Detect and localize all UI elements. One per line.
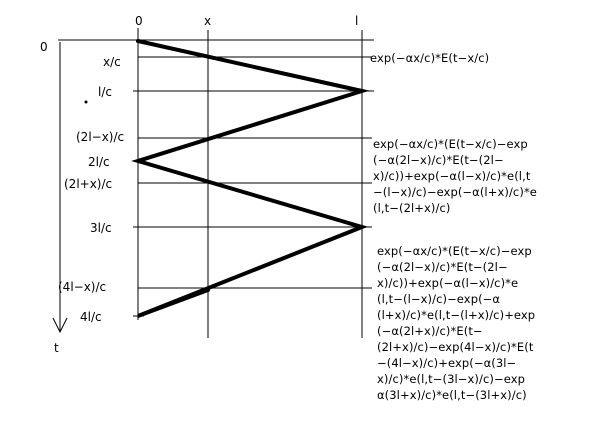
expr2-line: (l,t−(2l+x)/c) (373, 201, 451, 215)
x-label-x: x (204, 14, 211, 28)
expression-block-1: exp(−αx/c)*E(t−x/c) (370, 51, 489, 65)
expr3-line: α(3l+x)/c)*e(l,t−(3l+x)/c) (377, 388, 527, 402)
expr3-line: −(4l−x)/c)+exp(−α(3l− (377, 356, 516, 370)
expr2-line: −(l−x)/c)−exp(−α(l+x)/c)*e (373, 185, 537, 199)
x-label-0: 0 (135, 14, 143, 28)
expression-block-3: exp(−αx/c)*(E(t−x/c)−exp (−α(2l−x)/c)*E(… (377, 244, 535, 402)
t-label-0: 0 (40, 40, 48, 54)
expr3-line: (2l+x)/c)−exp(4l−x)/c)*E(t (377, 340, 534, 354)
expr3-line: (l+x)/c)*e(l,t−(l+x)/c)+exp (377, 308, 535, 322)
t-label-4l-x-c: (4l−x)/c (58, 280, 106, 294)
t-axis-name: t (54, 341, 59, 355)
t-label-2l-plus-x-c: (2l+x)/c (64, 177, 112, 191)
expr2-line: exp(−αx/c)*(E(t−x/c)−exp (373, 137, 528, 151)
t-label-2l-c: 2l/c (88, 155, 110, 169)
dot-marker (84, 100, 88, 104)
expr3-line: (−α(2l−x)/c)*E(t−(2l− (377, 260, 508, 274)
expr3-line: exp(−αx/c)*(E(t−x/c)−exp (377, 244, 532, 258)
expr2-line: (−α(2l−x)/c)*E(t−(2l− (373, 153, 504, 167)
wave-path (131, 39, 370, 318)
expr1-line: exp(−αx/c)*E(t−x/c) (370, 51, 489, 65)
time-arrow-icon (52, 317, 68, 334)
x-label-l: l (355, 14, 358, 28)
t-label-x-c: x/c (103, 55, 121, 69)
t-label-2l-x-c: (2l−x)/c (76, 130, 124, 144)
expr3-line: x)/c))+exp(−α(l−x)/c)*e (377, 276, 518, 290)
expr3-line: (l,t−(l−x)/c)−exp(−α (377, 292, 500, 306)
expr3-line: (−α(2l+x)/c)*E(t− (377, 324, 483, 338)
expr3-line: x)/c)*e(l,t−(3l−x)/c)−exp (377, 372, 525, 386)
expr2-line: x)/c))+exp(−α(l−x)/c)*e(l,t (373, 169, 531, 183)
t-label-4l-c: 4l/c (80, 310, 102, 324)
t-label-l-c: l/c (98, 85, 112, 99)
expression-block-2: exp(−αx/c)*(E(t−x/c)−exp (−α(2l−x)/c)*E(… (373, 137, 537, 215)
t-label-3l-c: 3l/c (90, 221, 112, 235)
